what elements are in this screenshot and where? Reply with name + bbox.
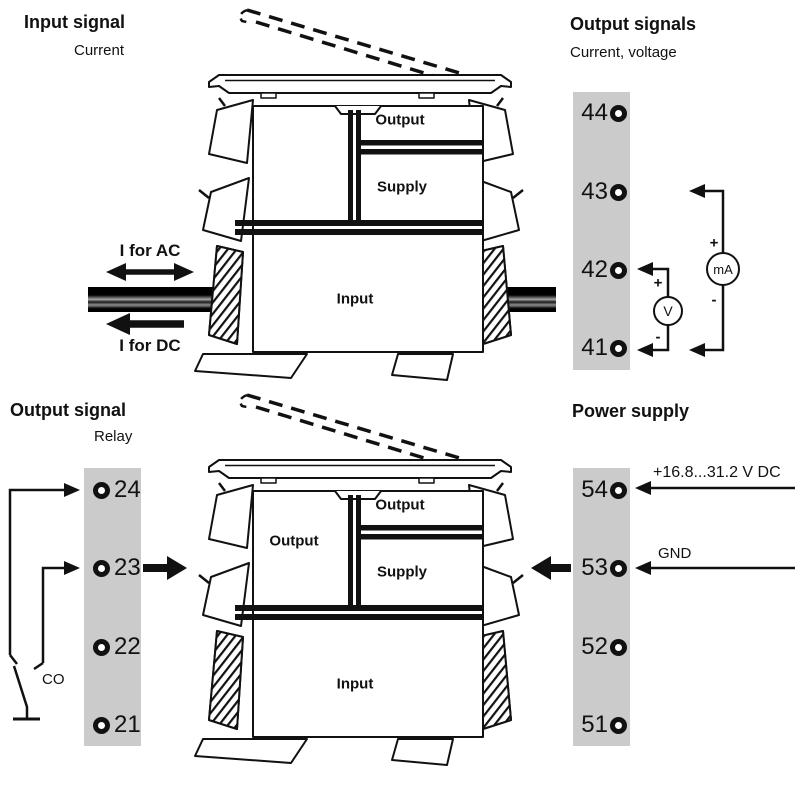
compartment-output-label: Output: [375, 111, 425, 129]
terminal-number: 51: [581, 711, 608, 738]
terminal-ring-icon: [610, 481, 627, 499]
terminal-ring-icon: [610, 183, 627, 201]
voltmeter-symbol: V: [653, 296, 683, 326]
terminal-number: 44: [581, 99, 608, 126]
terminal-number: 52: [581, 633, 608, 660]
ammeter-plus-sign: +: [709, 234, 719, 252]
terminal-41: 41: [573, 335, 634, 361]
ground-label: GND: [658, 545, 692, 562]
ammeter-symbol: mA: [706, 252, 740, 286]
terminal-21: 21: [84, 712, 148, 738]
i-for-dc-label: I for DC: [119, 336, 181, 355]
i-for-ac-label: I for AC: [119, 241, 181, 260]
terminal-53: 53: [573, 555, 634, 581]
ground-wire: [635, 561, 795, 575]
terminal-54: 54: [573, 477, 634, 503]
ac-current-arrow: [106, 263, 194, 281]
terminal-number: 53: [581, 554, 608, 581]
compartment-supply-label: Supply: [376, 178, 428, 196]
output-signal-heading: Output signal: [10, 400, 126, 420]
compartment-output-label: Output: [375, 496, 425, 514]
terminal-52: 52: [573, 634, 634, 660]
power-supply-heading: Power supply: [572, 401, 690, 421]
terminal-44: 44: [573, 100, 634, 126]
terminal-24: 24: [84, 477, 148, 503]
terminal-number: 41: [581, 334, 608, 361]
terminal-ring-icon: [93, 716, 110, 734]
compartment-output-left-label: Output: [269, 532, 319, 550]
terminal-ring-icon: [93, 638, 110, 656]
voltmeter-label: V: [663, 303, 673, 319]
terminal-22: 22: [84, 634, 148, 660]
compartment-input-label: Input: [336, 290, 374, 308]
dc-current-arrow: [106, 313, 184, 335]
converter-device-bottom: [193, 393, 525, 767]
terminal-number: 24: [114, 476, 141, 503]
power-feed-arrow: [531, 556, 571, 580]
terminal-number: 23: [114, 554, 141, 581]
terminal-number: 21: [114, 711, 141, 738]
relay-terminal-strip: 24 23 22 21: [84, 468, 141, 746]
output-signals-terminal-strip: 44 43 42 41: [573, 92, 630, 370]
relay-signal-arrow: [143, 556, 187, 580]
terminal-ring-icon: [610, 261, 627, 279]
terminal-ring-icon: [610, 559, 627, 577]
ammeter-label: mA: [713, 261, 733, 277]
voltmeter-minus-sign: -: [655, 328, 661, 346]
terminal-number: 22: [114, 633, 141, 660]
terminal-number: 54: [581, 476, 608, 503]
output-signals-subheading: Current, voltage: [570, 44, 677, 61]
power-terminal-strip: 54 53 52 51: [573, 468, 630, 746]
input-signal-heading: Input signal: [24, 12, 125, 32]
terminal-ring-icon: [610, 104, 627, 122]
terminal-ring-icon: [610, 339, 627, 357]
ammeter-minus-sign: -: [711, 291, 717, 309]
compartment-input-label: Input: [336, 675, 374, 693]
co-contact-label: CO: [42, 671, 65, 688]
output-signal-subheading: Relay: [94, 428, 133, 445]
terminal-number: 43: [581, 178, 608, 205]
terminal-42: 42: [573, 257, 634, 283]
terminal-ring-icon: [610, 638, 627, 656]
current-cable: [88, 287, 556, 312]
terminal-number: 42: [581, 256, 608, 283]
voltmeter-plus-sign: +: [653, 274, 663, 292]
output-signals-heading: Output signals: [570, 14, 696, 34]
supply-voltage-label: +16.8...31.2 V DC: [653, 464, 781, 481]
input-signal-subheading: Current: [74, 42, 125, 59]
terminal-ring-icon: [93, 481, 110, 499]
terminal-ring-icon: [93, 559, 110, 577]
terminal-51: 51: [573, 712, 634, 738]
terminal-ring-icon: [610, 716, 627, 734]
compartment-supply-label: Supply: [376, 563, 428, 581]
terminal-43: 43: [573, 179, 634, 205]
supply-voltage-wire: [635, 481, 795, 495]
converter-device-top: [193, 8, 525, 382]
terminal-23: 23: [84, 555, 148, 581]
